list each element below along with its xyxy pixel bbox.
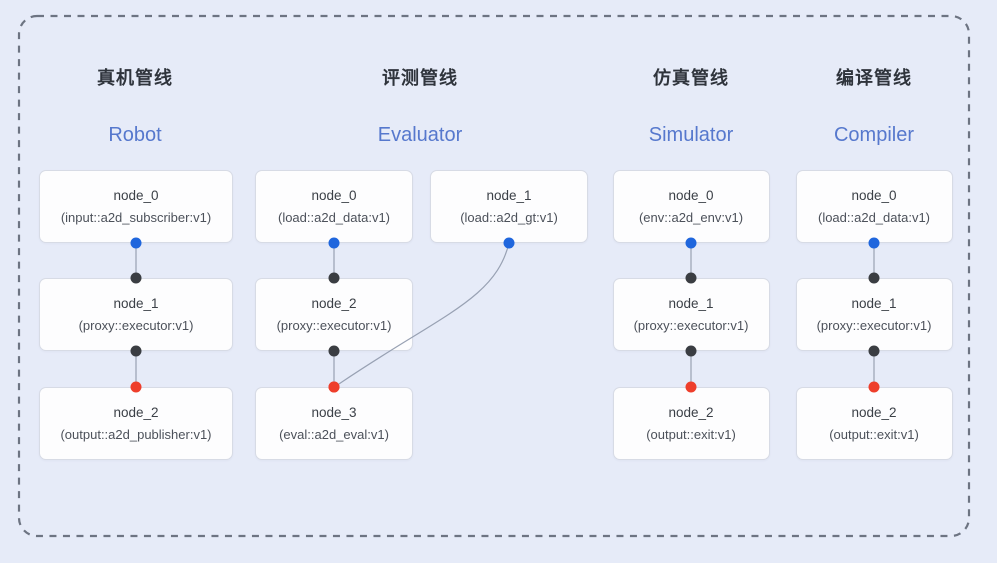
pipeline-title-en: Robot xyxy=(108,124,162,146)
node-type: (eval::a2d_eval:v1) xyxy=(279,426,389,442)
node-name: node_0 xyxy=(851,187,897,203)
node-name: node_1 xyxy=(668,295,714,311)
node-type: (proxy::executor:v1) xyxy=(276,317,392,333)
node-type: (load::a2d_data:v1) xyxy=(277,209,391,225)
pipeline-title-en: Evaluator xyxy=(377,124,463,146)
node-type: (env::a2d_env:v1) xyxy=(638,209,744,225)
node-name: node_0 xyxy=(668,187,714,203)
node-name: node_3 xyxy=(311,404,357,420)
node-name: node_2 xyxy=(113,404,159,420)
node-name: node_2 xyxy=(851,404,897,420)
node-name: node_2 xyxy=(668,404,714,420)
node-box: node_1(proxy::executor:v1) xyxy=(39,278,233,351)
node-name: node_0 xyxy=(113,187,159,203)
node-box: node_2(proxy::executor:v1) xyxy=(255,278,413,351)
node-box: node_0(input::a2d_subscriber:v1) xyxy=(39,170,233,243)
node-name: node_0 xyxy=(311,187,357,203)
pipeline-title-en: Compiler xyxy=(833,124,915,146)
node-type: (input::a2d_subscriber:v1) xyxy=(60,209,212,225)
node-box: node_2(output::exit:v1) xyxy=(795,387,953,460)
node-type: (proxy::executor:v1) xyxy=(633,317,749,333)
node-type: (output::a2d_publisher:v1) xyxy=(60,426,212,442)
node-type: (output::exit:v1) xyxy=(646,426,736,442)
node-name: node_1 xyxy=(486,187,532,203)
node-name: node_1 xyxy=(851,295,897,311)
node-box: node_1(load::a2d_gt:v1) xyxy=(430,170,588,243)
node-box: node_0(load::a2d_data:v1) xyxy=(795,170,953,243)
node-box: node_1(proxy::executor:v1) xyxy=(795,278,953,351)
pipeline-title-zh: 评测管线 xyxy=(382,68,458,88)
node-type: (load::a2d_data:v1) xyxy=(817,209,931,225)
node-box: node_1(proxy::executor:v1) xyxy=(612,278,770,351)
node-name: node_1 xyxy=(113,295,159,311)
node-type: (proxy::executor:v1) xyxy=(78,317,194,333)
node-box: node_3(eval::a2d_eval:v1) xyxy=(255,387,413,460)
node-box: node_2(output::a2d_publisher:v1) xyxy=(39,387,233,460)
node-box: node_2(output::exit:v1) xyxy=(612,387,770,460)
node-type: (output::exit:v1) xyxy=(829,426,919,442)
node-box: node_0(load::a2d_data:v1) xyxy=(255,170,413,243)
pipeline-title-zh: 仿真管线 xyxy=(653,68,729,88)
node-type: (load::a2d_gt:v1) xyxy=(460,209,558,225)
pipeline-title-zh: 真机管线 xyxy=(97,68,173,88)
node-box: node_0(env::a2d_env:v1) xyxy=(612,170,770,243)
pipeline-title-en: Simulator xyxy=(648,124,734,146)
node-name: node_2 xyxy=(311,295,357,311)
pipeline-title-zh: 编译管线 xyxy=(836,68,912,88)
node-type: (proxy::executor:v1) xyxy=(816,317,932,333)
